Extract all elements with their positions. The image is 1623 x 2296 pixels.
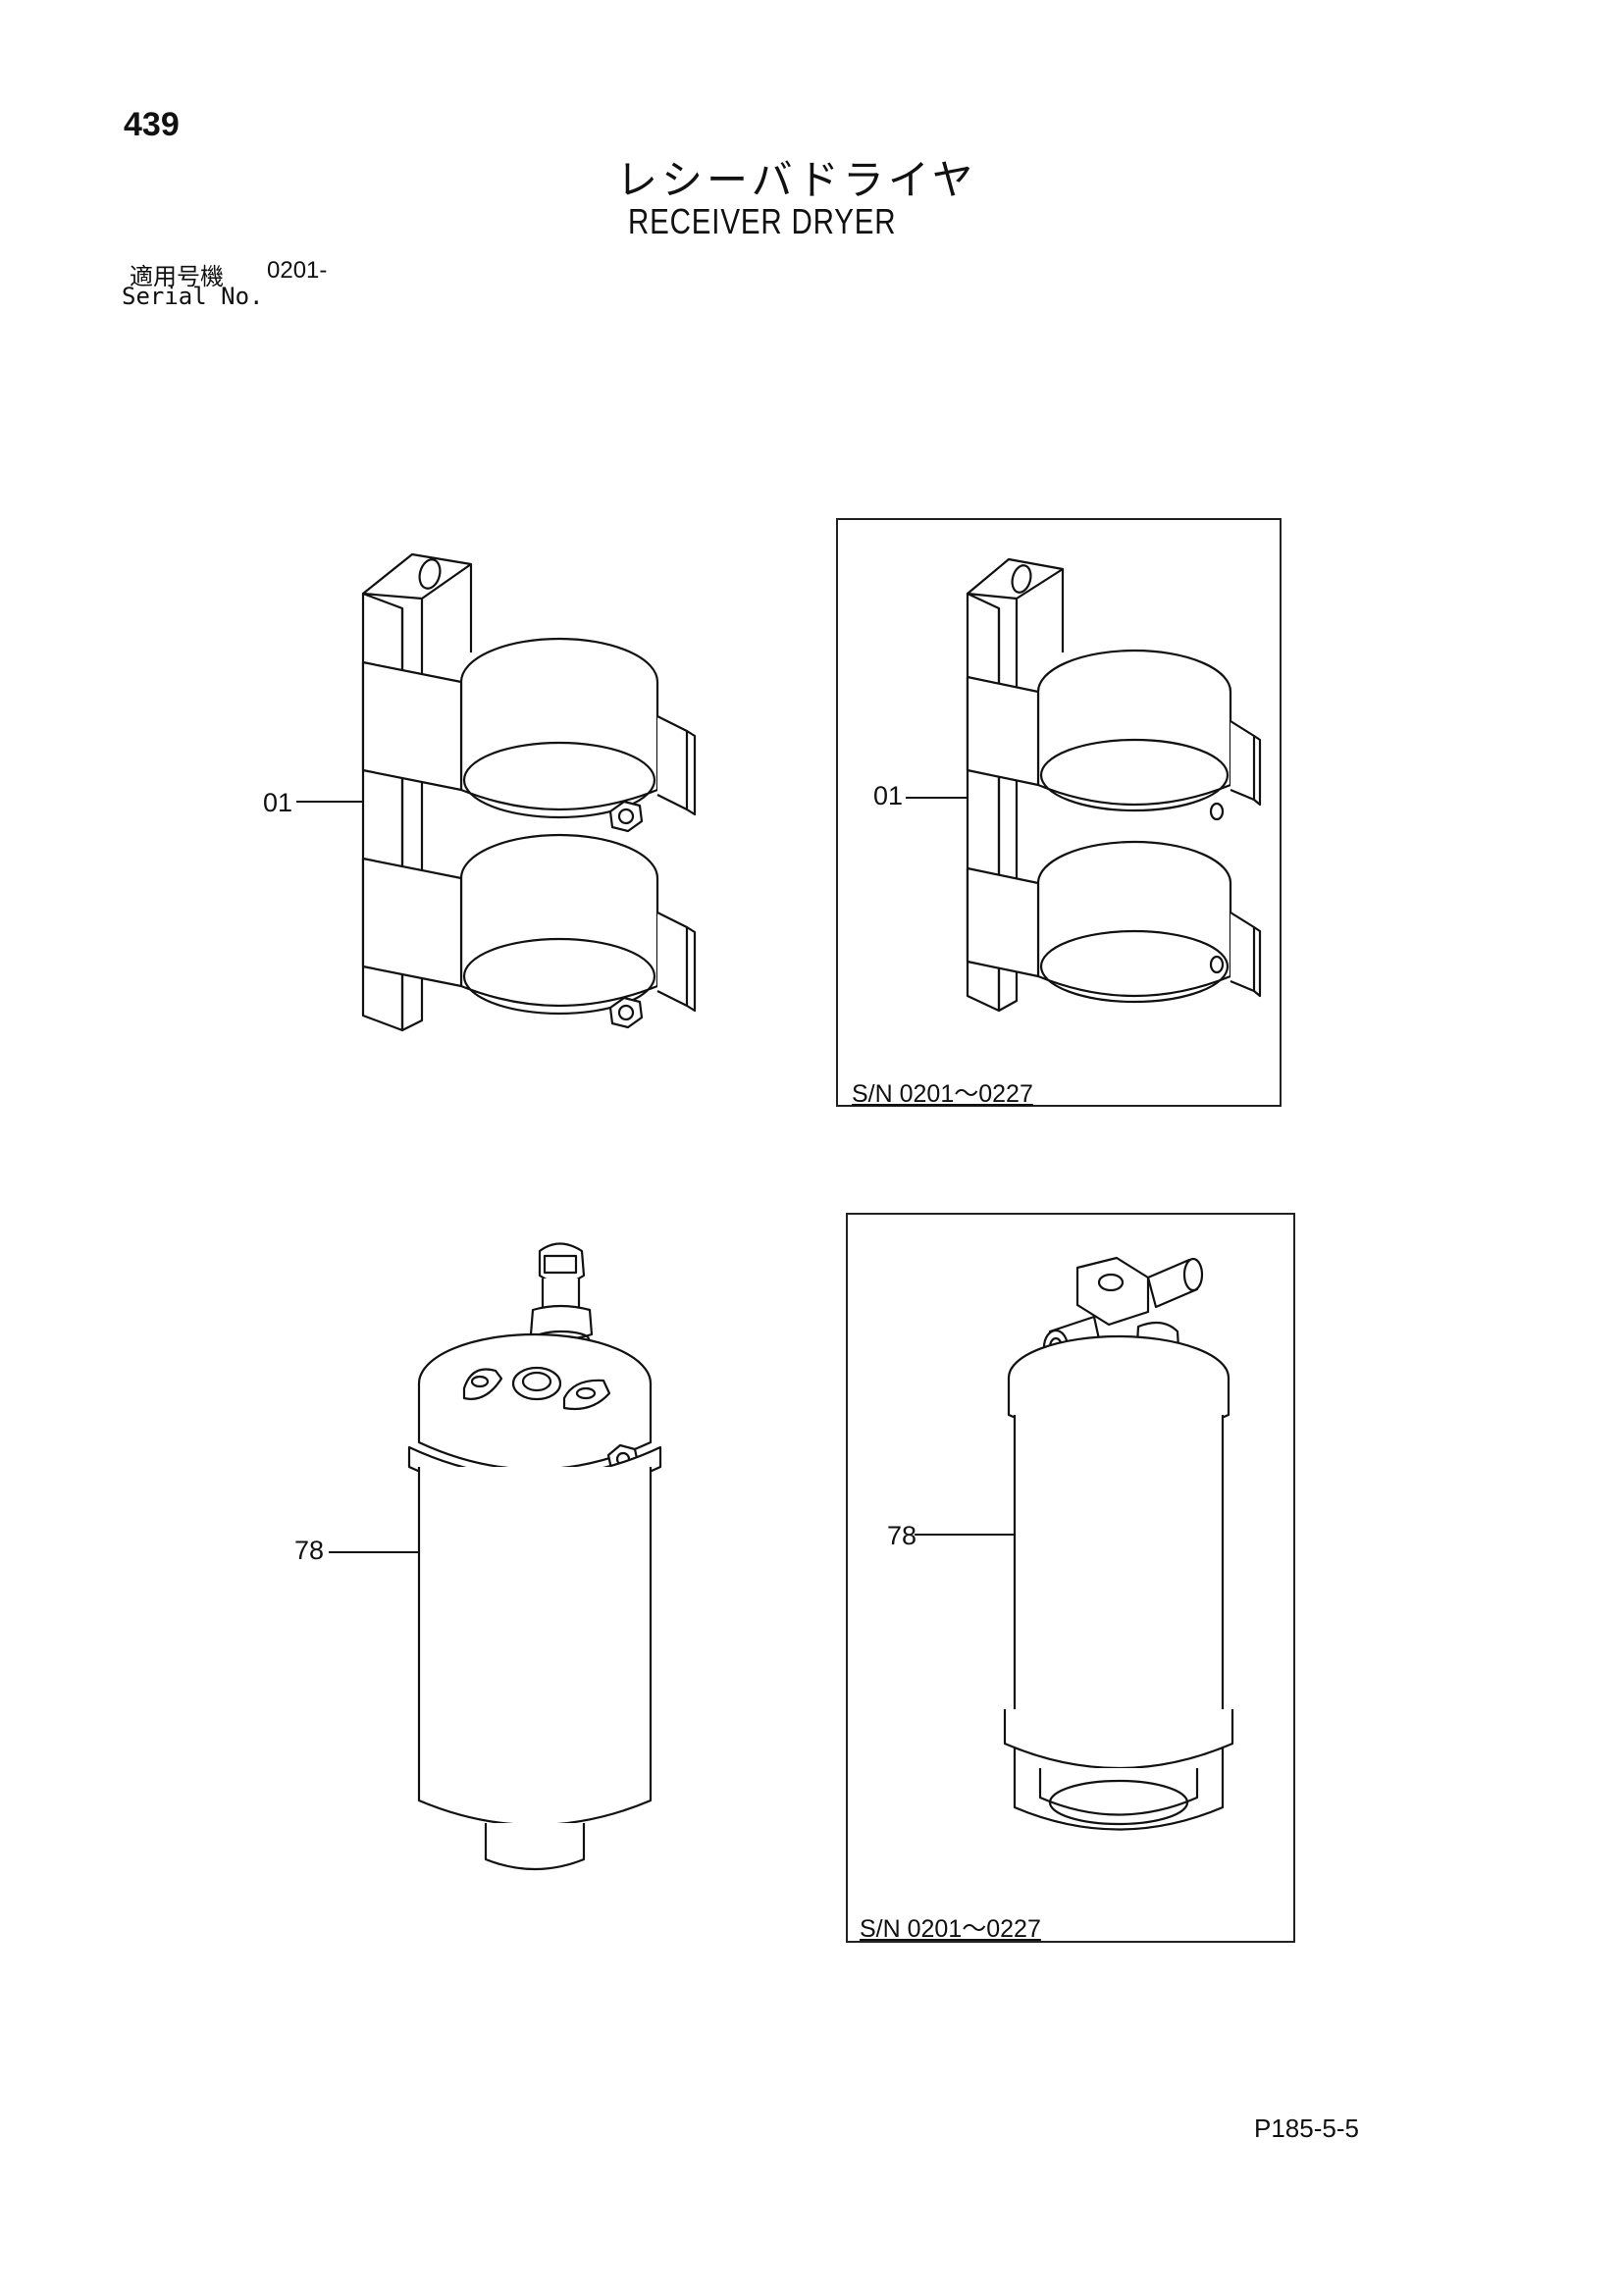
serial-label-english: Serial No. [122,283,264,310]
variant-frame-receiver-dryer [846,1213,1295,1943]
bracket-variant-illustration [940,545,1234,1025]
receiver-dryer-illustration [417,1231,653,1918]
callout-receiver-dryer-variant: 78 [887,1521,917,1550]
receiver-dryer-variant-illustration [1001,1238,1236,1837]
variant-frame-bracket [836,518,1282,1107]
serial-range-bracket: S/N 0201～0227 [852,1080,1033,1108]
page-code: P185-5-5 [1254,2113,1359,2143]
callout-bracket-variant: 01 [873,781,904,810]
page-title-japanese: レシーバドライヤ [616,156,977,204]
page-number: 439 [124,106,180,143]
serial-value: 0201- [267,257,328,284]
bracket-illustration [343,535,677,1065]
callout-bracket: 01 [263,788,293,817]
serial-label-japanese: 適用号機 [130,263,224,290]
page-title-english: RECEIVER DRYER [628,201,897,241]
callout-receiver-dryer: 78 [294,1536,325,1565]
serial-range-receiver-dryer: S/N 0201～0227 [860,1915,1041,1943]
